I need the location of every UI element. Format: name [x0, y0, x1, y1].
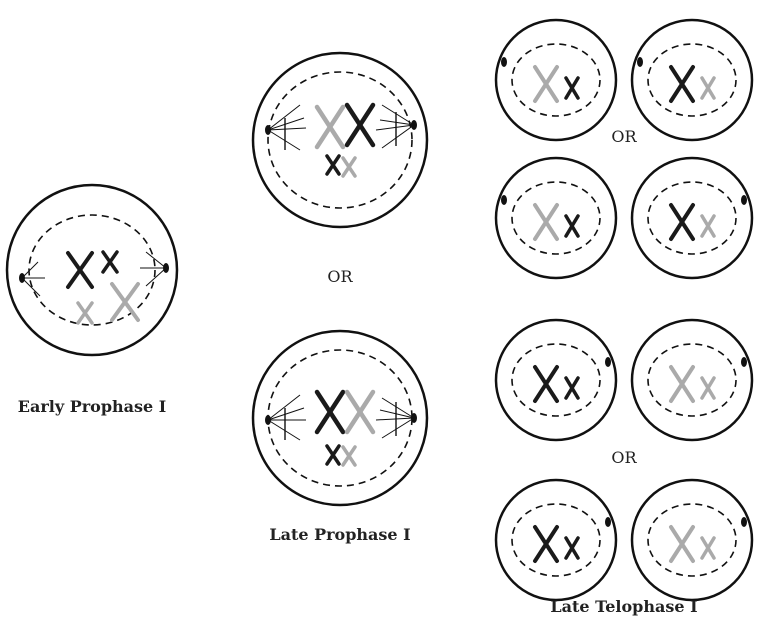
daughter-cell-3b: [630, 318, 754, 442]
nuclear-envelope: [647, 343, 737, 417]
chromosome-small: [564, 536, 580, 560]
centriole: [605, 357, 611, 367]
cell-membrane: [494, 156, 618, 280]
nuclear-envelope: [267, 349, 413, 487]
nuclear-envelope: [647, 181, 737, 255]
centriole: [501, 195, 507, 205]
chromosome-large-light: [314, 104, 346, 150]
cell-membrane: [494, 18, 618, 142]
nuclear-envelope: [647, 43, 737, 117]
cell-membrane: [630, 478, 754, 602]
chromosome-large-dark: [314, 389, 346, 435]
cell-membrane: [5, 183, 179, 357]
nuclear-envelope: [28, 214, 156, 326]
nuclear-envelope: [511, 343, 601, 417]
cell-early-prophase: [5, 183, 179, 357]
chromosome-small: [700, 214, 716, 238]
or-bottom-right: OR: [611, 448, 637, 467]
cell-late-prophase-bottom: [251, 329, 429, 507]
nuclear-envelope: [267, 71, 413, 209]
chromosome-large: [669, 525, 695, 563]
chromosome-small-dark: [325, 154, 341, 176]
chromosome-small-light: [341, 445, 357, 467]
spindle-fibers: [375, 397, 415, 439]
nuclear-envelope: [511, 43, 601, 117]
chromosome-small: [700, 76, 716, 100]
chromosome-large: [533, 203, 559, 241]
cell-membrane: [630, 318, 754, 442]
chromosome-small: [700, 536, 716, 560]
cell-membrane: [494, 478, 618, 602]
chromosome-large-dark: [344, 102, 376, 148]
centriole: [741, 195, 747, 205]
cell-membrane: [251, 51, 429, 229]
chromosome-large: [533, 365, 559, 403]
centriole: [605, 517, 611, 527]
centriole: [741, 517, 747, 527]
daughter-cell-3a: [494, 318, 618, 442]
chromosome-small: [564, 76, 580, 100]
chromosome-small-dark: [101, 250, 119, 274]
daughter-cell-4a: [494, 478, 618, 602]
centriole: [741, 357, 747, 367]
spindle-fibers: [267, 394, 306, 441]
spindle-fibers: [267, 104, 307, 151]
nuclear-envelope: [511, 503, 601, 577]
chromosome-large: [669, 65, 695, 103]
cell-late-prophase-top: [251, 51, 429, 229]
label-late-prophase: Late Prophase I: [269, 525, 410, 544]
daughter-cell-4b: [630, 478, 754, 602]
chromosome-small-light: [76, 301, 94, 325]
chromosome-large-light: [344, 389, 376, 435]
label-early-prophase: Early Prophase I: [18, 397, 167, 416]
chromosome-large-dark: [66, 251, 94, 289]
chromosome-small: [700, 376, 716, 400]
chromosome-large: [669, 365, 695, 403]
chromosome-small: [564, 214, 580, 238]
nuclear-envelope: [647, 503, 737, 577]
centriole: [637, 57, 643, 67]
spindle-fibers: [21, 261, 45, 297]
spindle-fibers: [375, 104, 415, 149]
nuclear-envelope: [511, 181, 601, 255]
chromosome-small: [564, 376, 580, 400]
daughter-cell-1a: [494, 18, 618, 142]
chromosome-large: [669, 203, 695, 241]
chromosome-small-light: [341, 156, 357, 178]
cell-membrane: [251, 329, 429, 507]
cell-membrane: [494, 318, 618, 442]
daughter-cell-1b: [630, 18, 754, 142]
label-late-telophase: Late Telophase I: [550, 597, 697, 616]
chromosome-large: [533, 65, 559, 103]
or-top-right: OR: [611, 127, 637, 146]
chromosome-large-light: [110, 282, 140, 322]
cell-membrane: [630, 156, 754, 280]
cell-membrane: [630, 18, 754, 142]
or-middle: OR: [327, 267, 353, 286]
daughter-cell-2a: [494, 156, 618, 280]
spindle-fibers: [140, 251, 167, 287]
chromosome-large: [533, 525, 559, 563]
chromosome-small-dark: [325, 444, 341, 466]
daughter-cell-2b: [630, 156, 754, 280]
centriole: [501, 57, 507, 67]
